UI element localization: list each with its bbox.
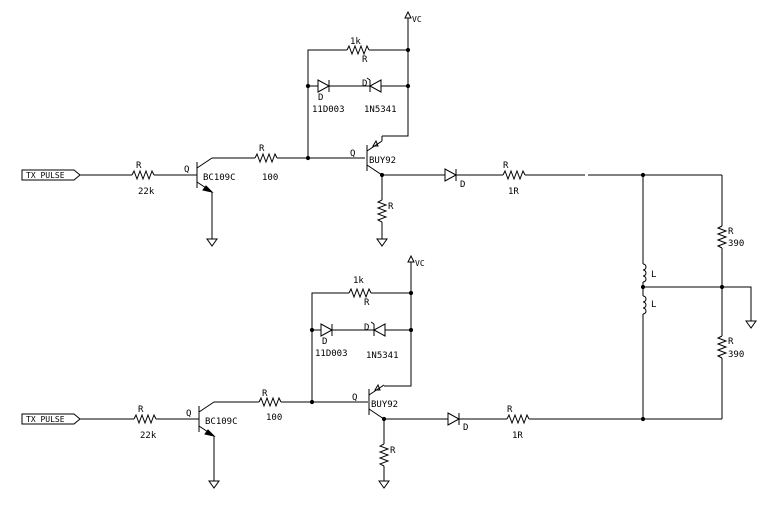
resistor-emitter-bottom (378, 443, 390, 467)
tx-pulse-label-top: TX PULSE (26, 171, 65, 180)
r-fb-top-value: 1k (350, 37, 361, 47)
d-b-bottom-name: D (364, 323, 369, 333)
d-b-top-name: D (362, 79, 367, 89)
transistor-bc109c-top: Q BC109C (184, 157, 236, 193)
d-b-bottom-part: 1N5341 (366, 351, 399, 361)
d-a-top-part: 11D003 (312, 105, 345, 115)
zener-1n5341-bottom (370, 321, 386, 337)
resistor-100-top (254, 152, 278, 164)
transistor-buy92-top: Q BUY92 (350, 139, 396, 176)
channel-bottom: TX PULSE R 22k Q BC109C R 100 1k R (21, 255, 722, 489)
r-t2-name: R (728, 337, 734, 347)
r-out-top-value: 1R (508, 187, 519, 197)
transistor-buy92-bottom: Q BUY92 (352, 383, 398, 420)
resistor-1r-top (502, 169, 526, 181)
d-b-top-part: 1N5341 (364, 105, 397, 115)
resistor-emitter-top (376, 199, 388, 223)
d-out-bottom-name: D (463, 423, 468, 433)
q4-name: Q (352, 393, 357, 403)
resistor-1k-top (346, 44, 370, 56)
r-t2-value: 390 (728, 350, 744, 360)
d-out-top-name: D (460, 180, 465, 190)
transistor-bc109c-bottom: Q BC109C (186, 401, 238, 437)
ground-icon (378, 477, 390, 489)
d-a-bottom-name: D (322, 337, 327, 347)
r-t1-value: 390 (728, 239, 744, 249)
d-a-bottom-part: 11D003 (315, 349, 348, 359)
vc-supply-icon (404, 11, 412, 29)
d-a-top-name: D (318, 93, 323, 103)
r-in-bottom-name: R (138, 405, 144, 415)
resistor-390-top (716, 225, 728, 249)
ground-icon (206, 235, 218, 247)
r-in-top-value: 22k (138, 187, 155, 197)
q2-part: BUY92 (369, 156, 396, 166)
resistor-1k-bottom (348, 287, 372, 299)
diode-output-top (444, 168, 458, 182)
l2-name: L (651, 300, 656, 310)
inductor-l1 (642, 263, 647, 283)
r-out-top-name: R (503, 161, 509, 171)
tx-pulse-input-top: TX PULSE (21, 169, 81, 181)
r-out-bottom-name: R (507, 405, 513, 415)
diode-output-bottom (447, 412, 461, 426)
channel-top: TX PULSE R 22k Q BC109C R 100 1k R (21, 11, 722, 247)
vc-label-top: VC (412, 15, 422, 24)
q1-name: Q (184, 165, 189, 175)
r-e-bottom-name: R (390, 446, 396, 456)
r-b-bottom-name: R (262, 389, 268, 399)
r-out-bottom-value: 1R (512, 431, 523, 441)
r-fb-top-name: R (362, 55, 368, 65)
zener-1n5341-top (366, 77, 382, 93)
q4-part: BUY92 (371, 400, 398, 410)
transducer-network: L L R 390 R 390 (640, 175, 757, 419)
diode-11d003-top (317, 79, 331, 93)
tx-pulse-input-bottom: TX PULSE (21, 413, 81, 425)
r-fb-bottom-name: R (364, 298, 370, 308)
l1-name: L (651, 270, 656, 280)
r-e-top-name: R (388, 202, 394, 212)
r-b-bottom-value: 100 (266, 413, 282, 423)
ground-icon (208, 477, 220, 489)
diode-11d003-bottom (320, 323, 334, 337)
q1-part: BC109C (203, 173, 236, 183)
r-b-top-value: 100 (262, 173, 278, 183)
q2-name: Q (350, 149, 355, 159)
resistor-1r-bottom (506, 413, 530, 425)
resistor-22k-top (131, 169, 155, 181)
resistor-22k-bottom (133, 413, 157, 425)
resistor-100-bottom (258, 396, 282, 408)
tx-pulse-label-bottom: TX PULSE (26, 415, 65, 424)
ground-icon (745, 317, 757, 329)
r-fb-bottom-value: 1k (353, 276, 364, 286)
r-t1-name: R (728, 227, 734, 237)
vc-label-bottom: VC (415, 259, 425, 268)
r-in-bottom-value: 22k (140, 431, 157, 441)
r-in-top-name: R (136, 161, 142, 171)
r-b-top-name: R (259, 144, 265, 154)
vc-supply-icon (407, 255, 415, 273)
resistor-390-bottom (716, 335, 728, 359)
q3-part: BC109C (205, 417, 238, 427)
inductor-l2 (642, 295, 647, 315)
ground-icon (376, 235, 388, 247)
q3-name: Q (186, 409, 191, 419)
